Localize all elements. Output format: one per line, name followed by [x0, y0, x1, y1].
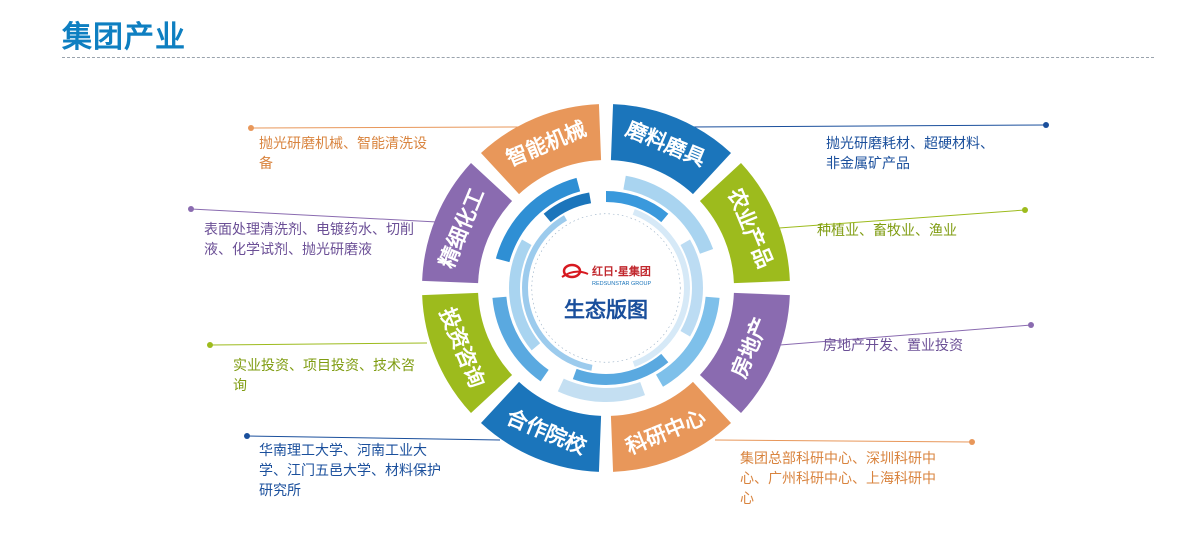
- desc-investment: 实业投资、项目投资、技术咨询: [233, 356, 419, 396]
- desc-cooperation: 华南理工大学、河南工业大学、江门五邑大学、材料保护研究所: [259, 441, 445, 501]
- leader-dot: [1043, 122, 1049, 128]
- leader-machinery: [248, 125, 520, 131]
- leader-rnd: [715, 439, 975, 445]
- leader-line: [688, 125, 1046, 127]
- leader-line: [251, 127, 520, 128]
- leader-abrasives: [688, 122, 1049, 128]
- leader-dot: [248, 125, 254, 131]
- desc-realestate: 房地产开发、置业投资: [823, 336, 1023, 356]
- leader-cooperation: [244, 433, 500, 440]
- leader-dot: [244, 433, 250, 439]
- leader-dot: [969, 439, 975, 445]
- logo-subtext: REDSUNSTAR GROUP: [592, 281, 652, 287]
- leader-dot: [1028, 322, 1034, 328]
- center-hub: 红日·星集团 REDSUNSTAR GROUP 生态版图: [532, 214, 680, 362]
- desc-abrasives: 抛光研磨耗材、超硬材料、非金属矿产品: [826, 134, 1006, 174]
- desc-rnd: 集团总部科研中心、深圳科研中心、广州科研中心、上海科研中心: [740, 449, 940, 509]
- center-circle: [532, 214, 680, 362]
- leader-dot: [1022, 207, 1028, 213]
- leader-line: [715, 440, 972, 442]
- leader-investment: [207, 342, 427, 348]
- desc-chemical: 表面处理清洗剂、电镀药水、切削液、化学试剂、抛光研磨液: [204, 220, 414, 260]
- center-label: 生态版图: [564, 298, 648, 322]
- leader-line: [210, 343, 427, 345]
- desc-agri: 种植业、畜牧业、渔业: [817, 221, 1017, 241]
- desc-machinery: 抛光研磨机械、智能清洗设备: [259, 134, 431, 174]
- leader-dot: [207, 342, 213, 348]
- leader-dot: [188, 206, 194, 212]
- leader-line: [247, 436, 500, 440]
- logo-text: 红日·星集团: [592, 264, 651, 278]
